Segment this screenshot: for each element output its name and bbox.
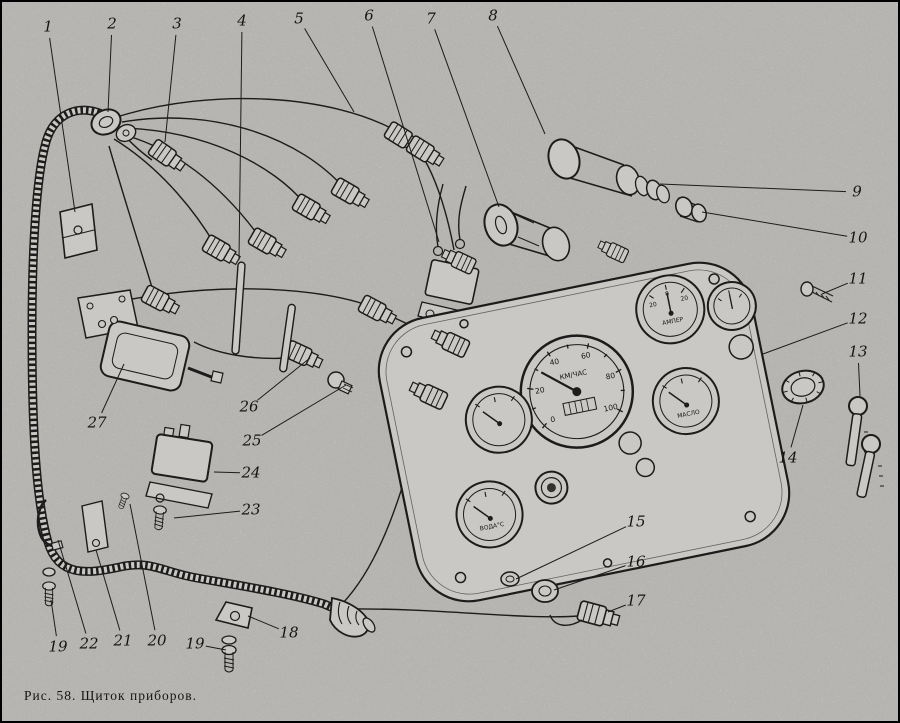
harness-end-grommet xyxy=(329,596,376,638)
callout-3: 3 xyxy=(172,14,182,33)
ammeter-tick: 20 xyxy=(649,301,658,309)
callout-23: 23 xyxy=(241,500,261,519)
callout-25: 25 xyxy=(242,431,262,450)
callout-11: 11 xyxy=(848,269,868,288)
washer-19b xyxy=(221,635,237,645)
callout-9: 9 xyxy=(852,182,862,201)
keys xyxy=(845,396,884,499)
callout-17: 17 xyxy=(626,591,646,610)
socket-17-wire xyxy=(549,614,583,626)
oil-pressure-gauge: МАСЛО xyxy=(651,367,720,436)
bezel-nut xyxy=(781,369,825,405)
callout-8: 8 xyxy=(488,6,498,25)
callout-15: 15 xyxy=(626,512,646,531)
callout-19: 19 xyxy=(185,634,205,653)
ammeter-tick: 20 xyxy=(680,295,689,303)
callout-2: 2 xyxy=(107,14,117,33)
callout-12: 12 xyxy=(848,309,868,328)
ammeter-label: АМПЕР xyxy=(662,316,685,327)
main-switch xyxy=(547,138,650,197)
speedo-tick: 0 xyxy=(550,415,557,425)
callout-22: 22 xyxy=(79,634,99,653)
callout-19: 19 xyxy=(48,637,68,656)
speedo-tick: 60 xyxy=(580,350,591,361)
callout-4: 4 xyxy=(237,11,247,30)
callout-1: 1 xyxy=(43,17,53,36)
callout-24: 24 xyxy=(241,463,261,482)
grommet-16 xyxy=(531,579,559,603)
callout-13: 13 xyxy=(848,342,868,361)
callout-16: 16 xyxy=(626,552,646,571)
fuel-gauge xyxy=(464,385,533,454)
callout-10: 10 xyxy=(848,228,868,247)
harness-braid xyxy=(28,107,340,613)
washer-19 xyxy=(42,567,56,577)
callout-18: 18 xyxy=(279,623,299,642)
callout-21: 21 xyxy=(113,631,133,650)
callout-7: 7 xyxy=(426,9,436,28)
callout-6: 6 xyxy=(364,6,374,25)
water-gauge-label: ВОДА°С xyxy=(479,521,505,533)
callout-14: 14 xyxy=(778,448,798,467)
callout-27: 27 xyxy=(87,413,107,432)
ammeter-gauge: 20 0 20 АМПЕР xyxy=(635,274,706,345)
callout-5: 5 xyxy=(294,9,304,28)
bracket-21 xyxy=(81,500,109,553)
speedo-tick: 40 xyxy=(549,357,560,368)
mounting-clip xyxy=(59,203,98,259)
figure-caption: Рис. 58. Щиток приборов. xyxy=(24,688,198,703)
speedometer-gauge: 0 20 40 60 80 100 КМ/ЧАС xyxy=(519,334,635,449)
water-temperature-gauge: ВОДА°С xyxy=(455,480,524,549)
speedo-tick: 100 xyxy=(603,402,619,414)
callout-26: 26 xyxy=(239,397,259,416)
bracket-18 xyxy=(214,601,253,629)
relay-switch xyxy=(145,423,214,509)
indicator-lamp xyxy=(534,470,569,505)
speedo-tick: 20 xyxy=(534,385,545,396)
harness-grommet xyxy=(90,108,137,143)
oil-gauge-label: МАСЛО xyxy=(677,409,701,420)
speedo-tick: 80 xyxy=(605,371,616,382)
callout-20: 20 xyxy=(147,631,167,650)
ignition-switch xyxy=(483,203,571,262)
clock-gauge xyxy=(706,280,757,331)
odometer xyxy=(562,396,598,416)
speedometer-needle xyxy=(540,371,578,393)
